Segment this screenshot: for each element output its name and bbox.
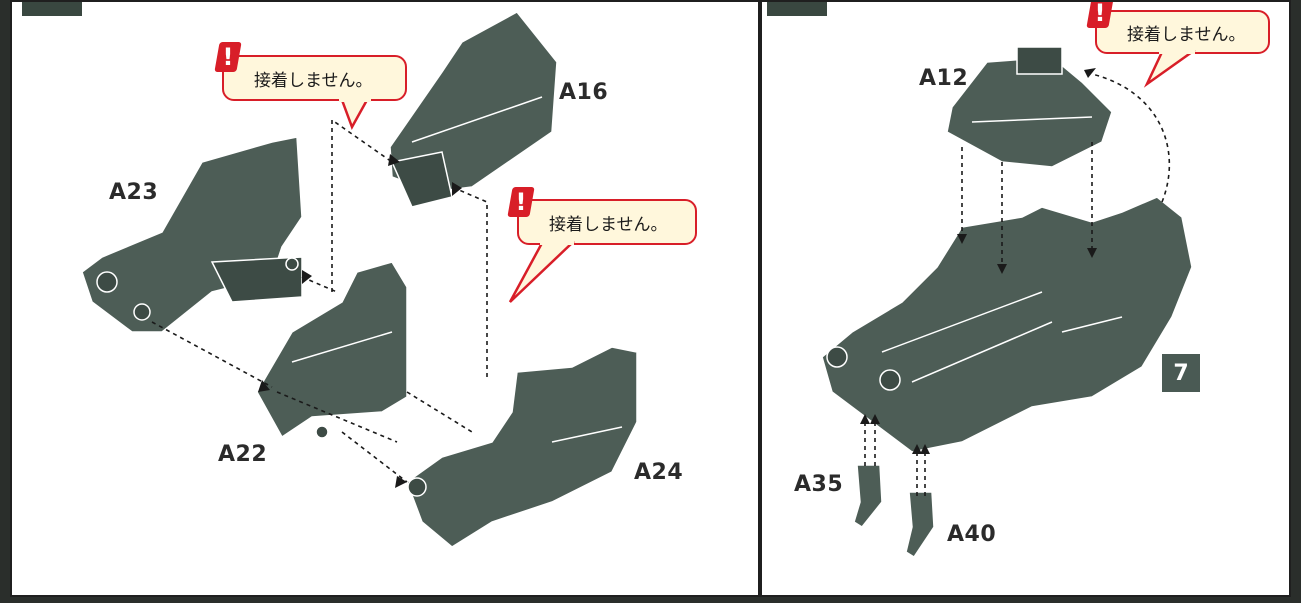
arrowheads bbox=[258, 154, 462, 488]
part-label-a16: A16 bbox=[559, 80, 609, 105]
part-label-a23: A23 bbox=[109, 180, 159, 205]
corner-tab bbox=[22, 2, 82, 16]
part-label-a40: A40 bbox=[947, 522, 997, 547]
part-label-a22: A22 bbox=[218, 442, 268, 467]
part-a23-shape bbox=[81, 136, 303, 333]
part-a22-shape bbox=[256, 261, 408, 439]
part-a35-a40-shapes bbox=[853, 464, 935, 559]
part-label-a24: A24 bbox=[634, 460, 684, 485]
body-assembly-shape bbox=[821, 196, 1193, 453]
part-label-a35: A35 bbox=[794, 472, 844, 497]
callout-text: 接着しません。 bbox=[1127, 24, 1246, 45]
warning-icon: ! bbox=[507, 187, 535, 217]
assembly-panel-left: A16 A23 A22 A24 接着しません。 ! 接着しません。 ! bbox=[10, 0, 760, 597]
arrowheads bbox=[860, 68, 1097, 454]
callout-tail bbox=[1143, 47, 1196, 88]
callout-tail bbox=[339, 94, 371, 130]
part-a24-shape bbox=[406, 346, 638, 548]
warning-icon: ! bbox=[214, 42, 242, 72]
part-a12-shape bbox=[946, 46, 1113, 168]
part-a16-shape bbox=[389, 11, 558, 208]
right-diagram-svg bbox=[821, 46, 1193, 559]
callout-text: 接着しません。 bbox=[549, 214, 668, 235]
callout-text: 接着しません。 bbox=[254, 70, 373, 91]
no-glue-callout: 接着しません。 ! bbox=[1086, 2, 1277, 92]
warning-icon: ! bbox=[1086, 2, 1114, 28]
corner-tab bbox=[767, 2, 827, 16]
no-glue-callout: 接着しません。 ! bbox=[502, 187, 702, 307]
step-number-badge: 7 bbox=[1162, 354, 1200, 392]
no-glue-callout: 接着しません。 ! bbox=[214, 42, 417, 132]
callout-tail bbox=[508, 237, 576, 303]
part-label-a12: A12 bbox=[919, 66, 969, 91]
left-diagram-svg bbox=[81, 11, 638, 548]
assembly-guides bbox=[151, 118, 488, 483]
callout-bubble: 接着しません。 bbox=[222, 55, 407, 101]
assembly-panel-right: A12 A35 A40 7 接着しません。 ! bbox=[760, 0, 1291, 597]
assembly-guides bbox=[864, 73, 1171, 497]
